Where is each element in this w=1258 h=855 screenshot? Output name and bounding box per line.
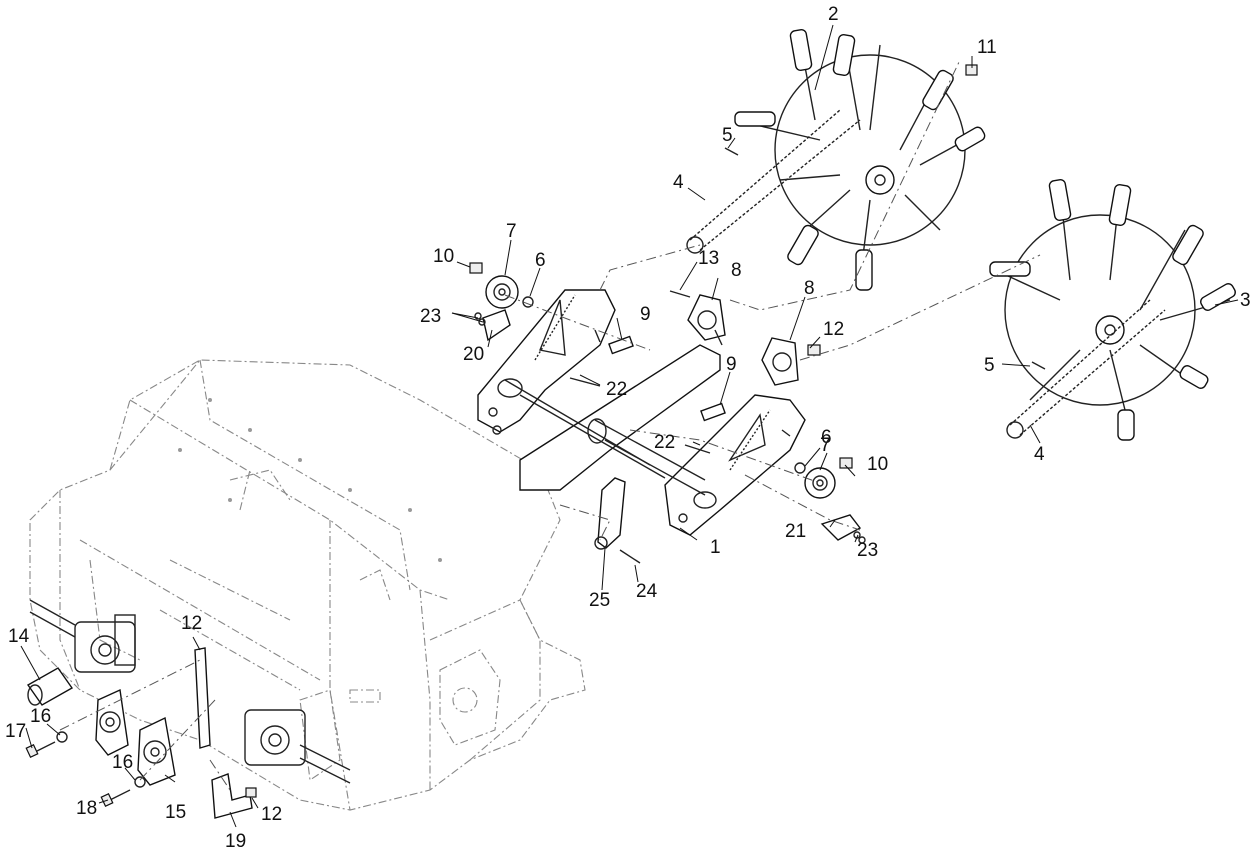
bracket-20 [482,309,511,342]
callout-9a: 9 [640,304,651,325]
callouts: 1 2 3 4 4 5 5 6 6 7 7 8 8 9 9 10 10 11 1… [5,4,1251,852]
callout-5a: 5 [722,125,733,146]
spacer-tube [26,667,74,706]
bolts-and-washers [25,731,146,808]
callout-16a: 16 [30,706,51,727]
callout-22a: 22 [606,379,627,400]
upper-tine-rotor [734,29,986,291]
callout-12a: 12 [823,319,844,340]
housing-left-bearing [29,599,136,673]
callout-10b: 10 [867,454,888,475]
leader-lines [20,24,1239,828]
callout-10a: 10 [433,246,454,267]
lower-tine-rotor [989,179,1236,441]
right-flange-bearing [761,337,799,386]
callout-5b: 5 [984,355,995,376]
pins [569,290,726,454]
callout-23a: 23 [420,306,441,327]
callout-6b: 6 [821,427,832,448]
assembly-centerlines [59,59,1041,791]
upper-chain [686,109,861,254]
callout-20: 20 [463,344,484,365]
callout-22b: 22 [654,432,675,453]
right-sprocket [804,467,836,499]
callout-8b: 8 [804,278,815,299]
callout-3: 3 [1240,290,1251,311]
callout-6a: 6 [535,250,546,271]
tension-springs [534,294,771,471]
callout-12b: 12 [181,613,202,634]
lower-chain [1006,299,1166,439]
callout-25: 25 [589,590,610,611]
callout-16b: 16 [112,752,133,773]
callout-23b: 23 [857,540,878,561]
callout-9b: 9 [726,354,737,375]
callout-18: 18 [76,798,97,819]
callout-15: 15 [165,802,186,823]
callout-4a: 4 [673,172,684,193]
bracket-21 [820,514,866,544]
machine-housing [29,359,586,811]
callout-19: 19 [225,831,246,852]
callout-7a: 7 [506,221,517,242]
housing-right-bearing [244,709,351,784]
callout-17: 17 [5,721,26,742]
plate-12 [194,647,211,749]
small-hardware [469,64,1046,474]
carrier-frame [477,289,806,536]
callout-2: 2 [828,4,839,25]
callout-13: 13 [698,248,719,269]
callout-1: 1 [710,537,721,558]
callout-12c: 12 [261,804,282,825]
callout-24: 24 [636,581,658,602]
callout-21: 21 [785,521,806,542]
bearing-block-lower [137,716,176,786]
callout-7b: 7 [820,435,831,456]
left-sprocket [485,275,519,309]
adjustment-bracket [594,477,641,564]
callout-14: 14 [8,626,30,647]
left-flange-bearing [687,294,726,346]
bearing-block-upper [95,688,129,756]
callout-4b: 4 [1034,444,1045,465]
mounting-bracket-19 [211,773,257,819]
callout-8a: 8 [731,260,742,281]
callout-11: 11 [977,37,997,58]
